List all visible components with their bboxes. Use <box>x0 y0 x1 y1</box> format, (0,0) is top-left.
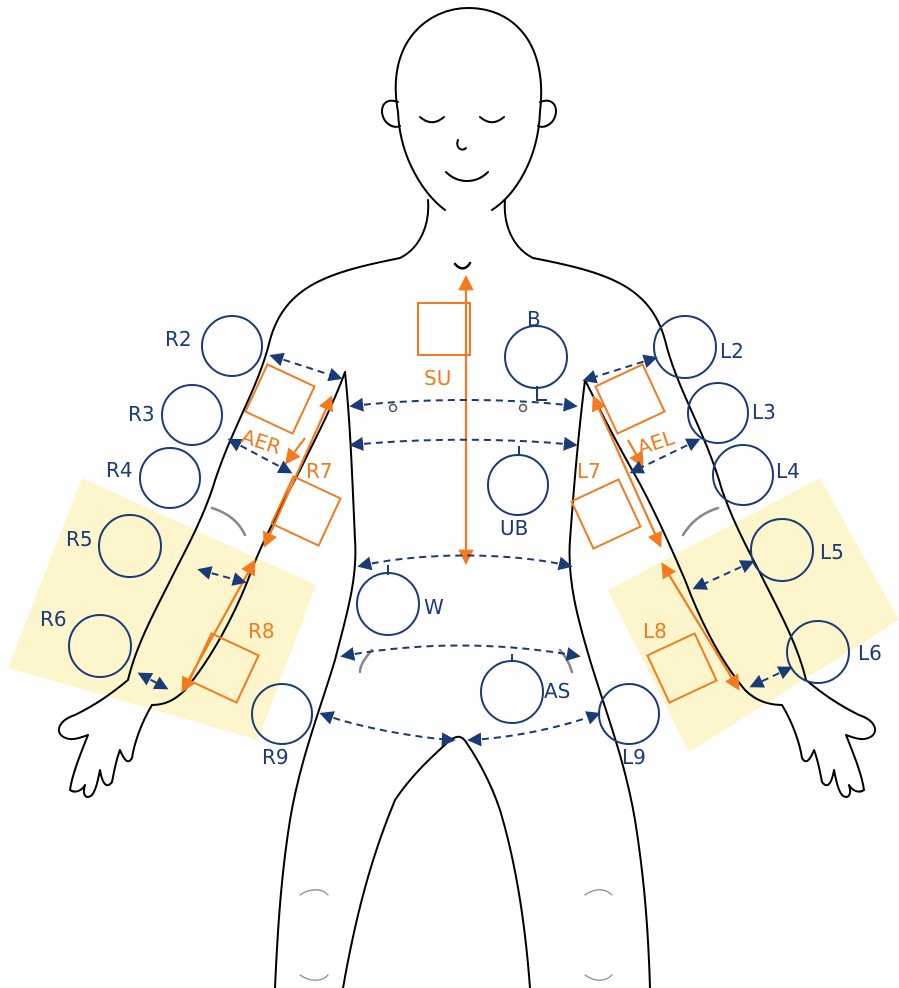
label-w: W <box>424 595 444 619</box>
label-r8: R8 <box>248 619 275 643</box>
left-forearm-zone <box>608 478 899 752</box>
r3-circle <box>162 385 222 445</box>
label-l7: L7 <box>577 459 601 483</box>
label-ael: AEL <box>634 425 678 460</box>
ub-circle <box>488 455 548 515</box>
label-l4: L4 <box>776 459 800 483</box>
label-aer: AER <box>238 424 284 459</box>
l7-box <box>571 479 640 548</box>
r4-circle <box>140 448 200 508</box>
label-as: AS <box>544 679 570 703</box>
label-r2: R2 <box>165 327 192 351</box>
label-l3: L3 <box>752 400 776 424</box>
l3-circle <box>688 383 748 443</box>
label-r4: R4 <box>106 458 133 482</box>
label-r9: R9 <box>262 745 289 769</box>
r2-circle <box>202 316 262 376</box>
label-r6: R6 <box>40 607 67 631</box>
label-r3: R3 <box>128 402 155 426</box>
label-l5: L5 <box>820 540 844 564</box>
label-l8: L8 <box>643 619 667 643</box>
l2-circle <box>654 316 716 378</box>
label-ub: UB <box>500 516 528 540</box>
label-su: SU <box>424 366 451 390</box>
su-box <box>418 303 470 355</box>
label-b: B <box>527 307 541 331</box>
aer-box <box>245 364 314 433</box>
label-l9: L9 <box>622 745 646 769</box>
w-circle <box>357 573 419 635</box>
label-l6: L6 <box>858 641 882 665</box>
b-circle <box>505 326 567 388</box>
r7-box <box>271 476 340 545</box>
l4-circle <box>713 445 773 505</box>
label-r7: R7 <box>306 459 333 483</box>
label-l2: L2 <box>720 339 744 363</box>
as-circle <box>481 661 543 723</box>
label-r5: R5 <box>66 527 93 551</box>
